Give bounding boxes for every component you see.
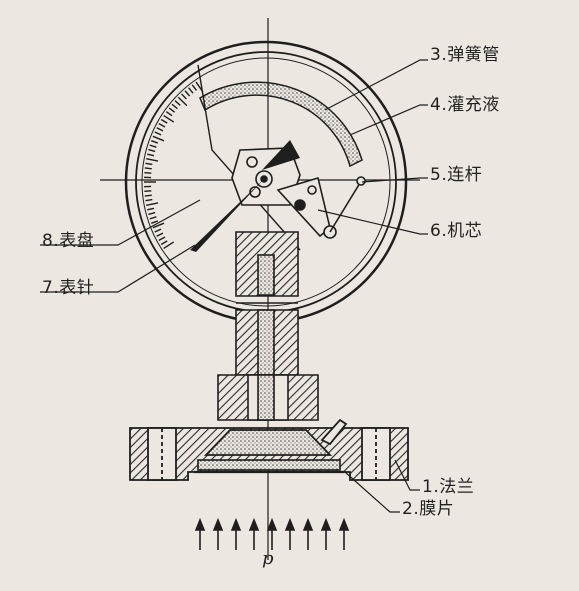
- label-flange: 1.法兰: [422, 477, 475, 497]
- label-link-rod: 5.连杆: [430, 165, 483, 185]
- pressure-arrow-head: [302, 517, 314, 531]
- dial-tick: [148, 148, 156, 153]
- dial-tick: [146, 158, 159, 162]
- dial-tick: [150, 140, 159, 144]
- dial-tick: [146, 202, 159, 206]
- dial-tick: [152, 222, 165, 229]
- leader-lines: [40, 59, 428, 513]
- dial-tick: [158, 236, 166, 242]
- label-movement: 6.机芯: [430, 221, 483, 241]
- label-spring-tube: 3.弹簧管: [430, 45, 500, 65]
- connection-nut: [217, 374, 319, 421]
- dial-tick: [188, 87, 194, 94]
- dial-tick: [184, 90, 191, 97]
- dial-tick: [181, 93, 187, 100]
- dial-tick: [150, 220, 159, 224]
- link-rod: [329, 176, 366, 233]
- gauge-needle: [190, 140, 300, 252]
- dial-tick: [144, 167, 152, 170]
- pressure-arrow-head: [320, 517, 332, 531]
- dial-tick: [149, 216, 157, 220]
- dial-sector-edge: [197, 64, 301, 251]
- pressure-arrows: [194, 517, 350, 550]
- dial-tick: [145, 162, 153, 166]
- label-fill-liquid: 4.灌充液: [430, 95, 500, 115]
- dial-tick: [144, 194, 152, 197]
- dial-tick: [147, 207, 155, 211]
- dial-tick: [168, 107, 176, 113]
- dial-tick: [152, 135, 165, 142]
- dial-tick: [191, 84, 198, 91]
- dial-tick: [144, 171, 152, 174]
- dial-tick: [154, 228, 162, 233]
- pressure-symbol: p: [262, 548, 274, 569]
- dial-tick: [171, 103, 178, 110]
- diaphragm: [194, 459, 344, 474]
- dial-tick: [154, 131, 162, 136]
- dial-tick: [163, 114, 175, 123]
- label-dial: 8.表盘: [42, 231, 95, 251]
- dial-tick: [163, 241, 175, 250]
- pressure-arrow-head: [230, 517, 242, 531]
- pressure-arrow-head: [212, 517, 224, 531]
- pressure-arrow-head: [284, 517, 296, 531]
- dial-tick: [156, 127, 164, 132]
- dial-tick: [158, 122, 166, 128]
- dial-tick: [145, 198, 153, 202]
- dial-tick: [165, 111, 173, 117]
- pressure-arrow-head: [248, 517, 260, 531]
- dial-tick: [174, 100, 181, 106]
- label-diaphragm: 2.膜片: [402, 499, 455, 519]
- dial-tick: [160, 240, 168, 246]
- dial-tick: [144, 190, 152, 193]
- dial-tick: [156, 232, 164, 237]
- pressure-arrow-head: [194, 517, 206, 531]
- dial-tick: [149, 144, 157, 148]
- spring-tube: [199, 81, 363, 168]
- gauge-socket: [235, 231, 299, 376]
- dial-tick: [148, 211, 156, 216]
- dial-tick: [160, 118, 168, 124]
- pressure-arrow-head: [338, 517, 350, 531]
- dial-tick: [147, 153, 155, 157]
- dial-scale: [144, 81, 204, 250]
- label-needle: 7.表针: [42, 278, 95, 298]
- dial-tick: [177, 96, 188, 107]
- pressure-arrow-head: [266, 517, 278, 531]
